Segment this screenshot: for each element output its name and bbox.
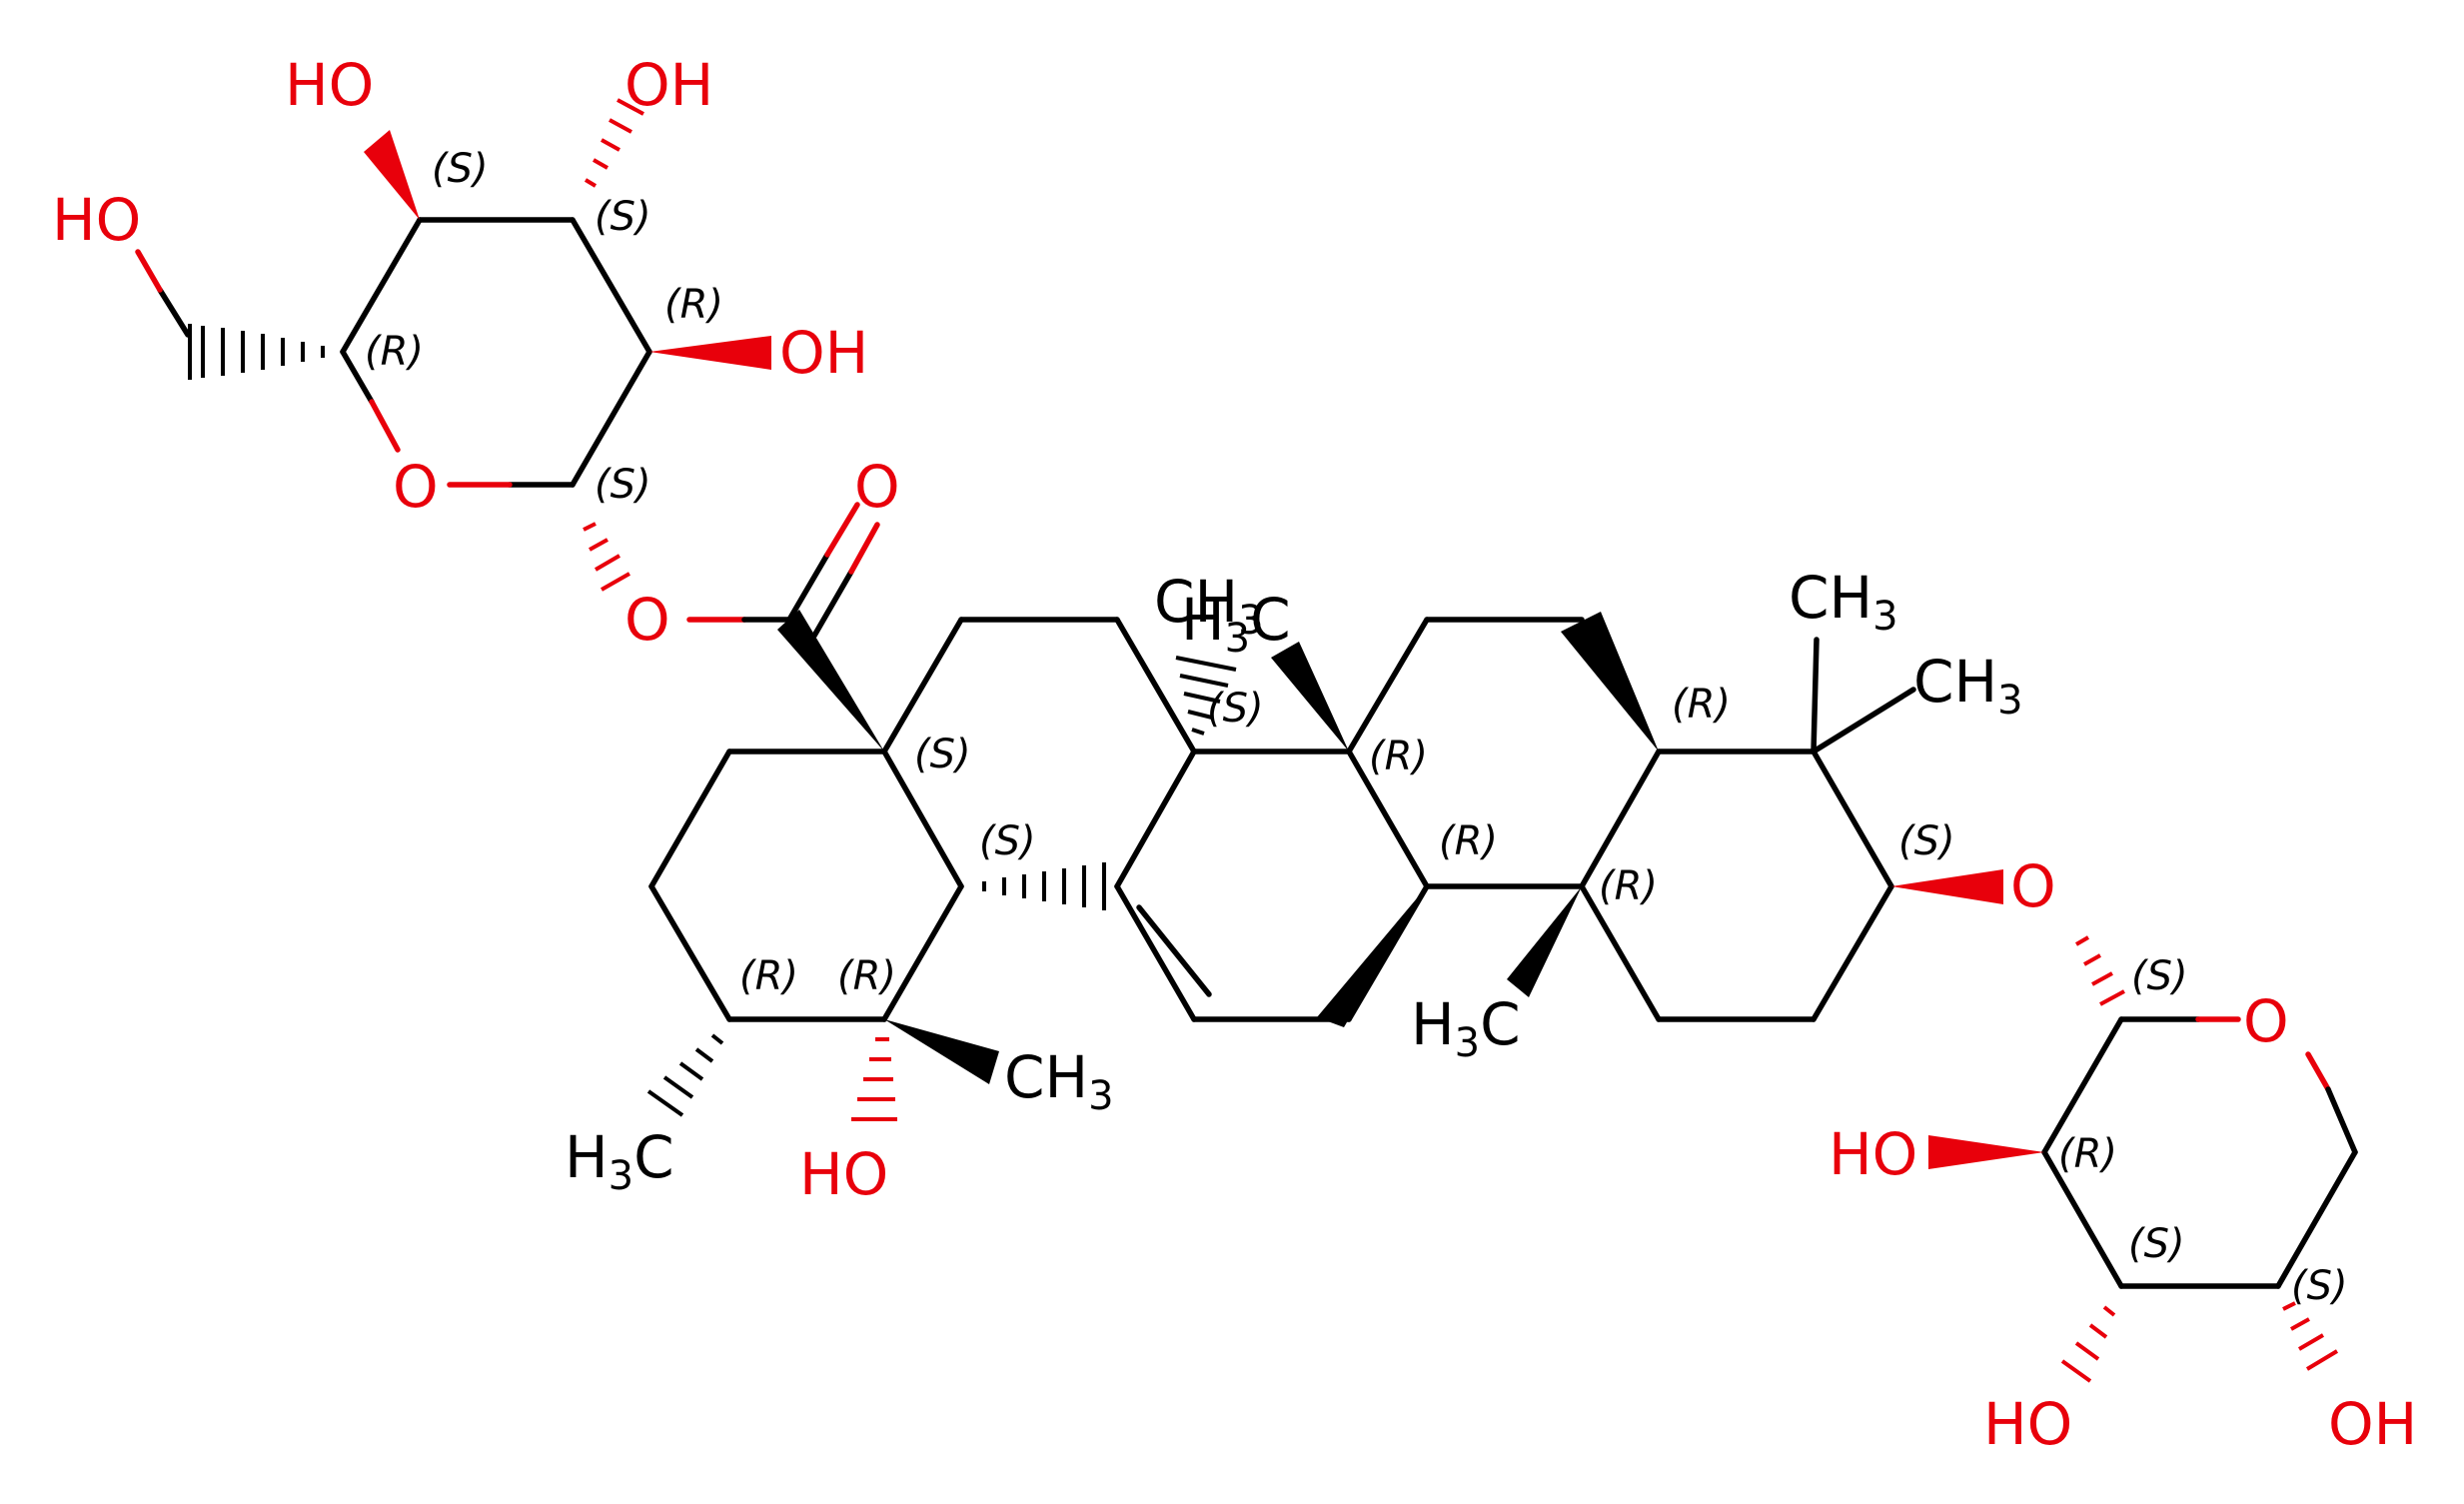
stereo-label: (S) xyxy=(2131,953,2188,999)
hash-bond xyxy=(2074,935,2125,1006)
atom-ch3-c14: CH3 xyxy=(1154,568,1264,644)
stereo-label: (R) xyxy=(664,282,723,328)
hash-bond xyxy=(2060,1305,2116,1383)
lower-sugar-ring xyxy=(1928,935,2358,1383)
wedge-bond xyxy=(1507,886,1582,997)
triterpene-core xyxy=(646,610,2003,1121)
atom-o-ester: O xyxy=(624,586,670,654)
atom-h3c-c19: H3C xyxy=(565,1123,674,1199)
wedge-bond xyxy=(884,1019,999,1084)
atom-ho-ch2oh: HO xyxy=(52,186,141,254)
wedge-bond xyxy=(1271,642,1349,752)
wedge-bond xyxy=(364,130,420,220)
atom-oh-top: OH xyxy=(624,51,713,119)
stereo-label: (S) xyxy=(432,146,489,192)
hash-bond xyxy=(851,1037,897,1121)
stereo-label: (R) xyxy=(365,329,424,375)
atom-ch3-gem2: CH3 xyxy=(1913,648,2023,724)
stereo-label: (S) xyxy=(914,732,971,777)
stereo-label: (S) xyxy=(595,462,651,508)
atom-ch3-c20: CH3 xyxy=(1004,1043,1114,1119)
atom-ho-top: HO xyxy=(285,51,374,119)
hash-bond xyxy=(584,98,644,188)
wedge-bond xyxy=(1561,612,1659,752)
hash-bond xyxy=(646,1033,724,1117)
stereo-label: (S) xyxy=(2128,1221,2185,1267)
atom-ho-c20: HO xyxy=(799,1140,888,1208)
atom-oh-c2: OH xyxy=(779,319,868,387)
stereo-label: (S) xyxy=(595,194,651,240)
stereo-label: (R) xyxy=(1599,863,1658,909)
atom-o-ring1: O xyxy=(393,453,439,521)
hash-bond xyxy=(2282,1301,2339,1371)
wedge-bond xyxy=(649,336,771,370)
stereo-labels: (S) (S) (R) (R) (S) (S) (S) (R) (R) (S) … xyxy=(365,146,2348,1309)
atom-labels: HO OH HO OH O O O CH3 H3C CH3 CH3 O O HO… xyxy=(52,51,2417,1458)
wedge-bond xyxy=(777,610,884,752)
wedge-bond xyxy=(1928,1135,2044,1169)
stereo-label: (R) xyxy=(2058,1131,2117,1177)
atom-h3c-c8: H3C xyxy=(1181,586,1291,662)
hash-bond xyxy=(583,522,630,592)
atom-h3c-c10: H3C xyxy=(1411,990,1521,1066)
atom-o-carbonyl: O xyxy=(854,453,900,521)
atom-o-link: O xyxy=(2010,852,2056,920)
stereo-label: (R) xyxy=(1439,818,1498,864)
stereo-label: (R) xyxy=(1672,682,1731,728)
stereo-label: (R) xyxy=(1369,734,1428,779)
hash-bond xyxy=(1175,656,1237,736)
atom-o-ring2: O xyxy=(2243,987,2289,1055)
atom-ho-ring2: HO xyxy=(1829,1120,1917,1188)
wedge-bond xyxy=(1891,869,2003,904)
stereo-label: (S) xyxy=(1898,818,1955,864)
atom-ch3-gem1: CH3 xyxy=(1789,564,1898,640)
stereo-label: (S) xyxy=(1207,686,1264,732)
hash-bond xyxy=(982,862,1106,910)
atom-oh-bottom-right: OH xyxy=(2328,1390,2417,1458)
stereo-label: (S) xyxy=(2291,1263,2348,1309)
wedge-bond xyxy=(1317,886,1427,1027)
stereo-label: (R) xyxy=(739,953,798,999)
atom-ho-bottom-left: HO xyxy=(1983,1390,2072,1458)
stereo-label: (R) xyxy=(837,953,896,999)
stereo-label: (S) xyxy=(979,818,1036,864)
hash-bond xyxy=(188,324,325,380)
upper-sugar-ring xyxy=(135,98,880,639)
